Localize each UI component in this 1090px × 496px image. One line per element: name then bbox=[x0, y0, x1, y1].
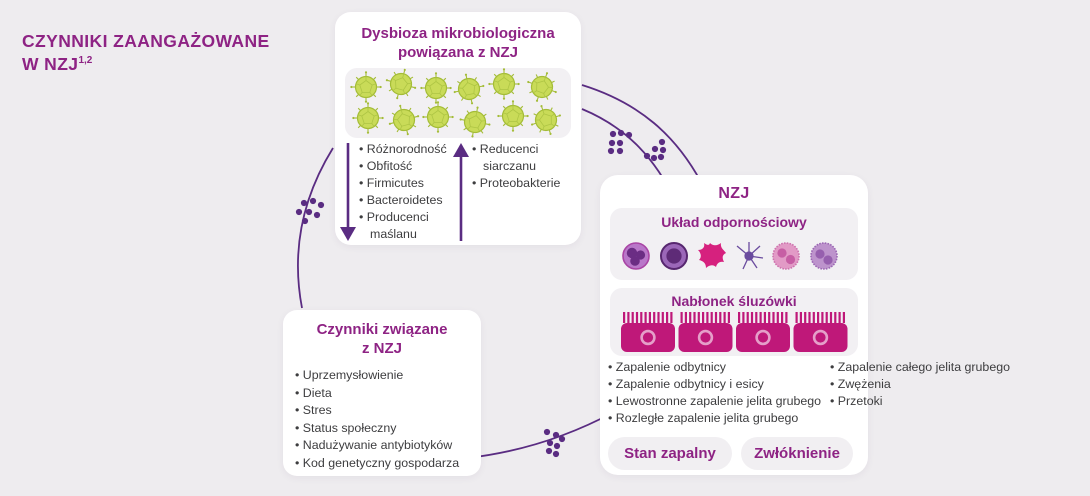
list-item: Reducenci siarczanu bbox=[472, 141, 576, 175]
list-item: Różnorodność bbox=[359, 141, 459, 158]
dendritic-cell-icon bbox=[736, 242, 764, 270]
list-item: Zwężenia bbox=[830, 376, 1010, 393]
page-title-line1: CZYNNIKI ZAANGAŻOWANE bbox=[22, 31, 270, 51]
macrophage-cell-icon bbox=[698, 243, 726, 268]
bacteria-dot-clusters bbox=[295, 129, 667, 458]
list-item: Producenci maślanu bbox=[359, 209, 459, 243]
immune-system-section: Układ odpornościowy bbox=[610, 208, 858, 280]
factors-card: Czynniki związane z NZJ Uprzemysłowienie… bbox=[283, 310, 481, 476]
list-item: Kod genetyczny gospodarza bbox=[295, 455, 459, 473]
mucosa-section-title: Nabłonek śluzówki bbox=[671, 293, 797, 309]
nzj-card-title: NZJ bbox=[718, 185, 750, 202]
environmental-factors-list: UprzemysłowienieDietaStresStatus społecz… bbox=[295, 367, 459, 472]
epithelium-icon bbox=[621, 312, 848, 352]
nzj-phenotypes-left-list: Zapalenie odbytnicyZapalenie odbytnicy i… bbox=[608, 359, 821, 427]
basophil-cell-icon bbox=[810, 242, 838, 270]
decreased-factors-list: RóżnorodnośćObfitośćFirmicutesBacteroide… bbox=[359, 141, 459, 243]
list-item: Status społeczny bbox=[295, 420, 459, 438]
list-item: Zapalenie całego jelita grubego bbox=[830, 359, 1010, 376]
list-item: Uprzemysłowienie bbox=[295, 367, 459, 385]
granulocyte-cell-icon bbox=[622, 242, 650, 270]
factors-card-title: Czynniki związane z NZJ bbox=[316, 321, 448, 357]
dysbiosis-lists: RóżnorodnośćObfitośćFirmicutesBacteroide… bbox=[335, 140, 581, 245]
list-item: Rozległe zapalenie jelita grubego bbox=[608, 410, 821, 427]
list-item: Bacteroidetes bbox=[359, 192, 459, 209]
page-title-line2: W NZJ bbox=[22, 54, 79, 75]
list-item: Proteobakterie bbox=[472, 175, 576, 192]
nzj-phenotypes-right-list: Zapalenie całego jelita grubegoZwężeniaP… bbox=[830, 359, 1010, 410]
list-item: Stres bbox=[295, 402, 459, 420]
microbes-icon bbox=[349, 64, 567, 141]
increased-factors-list: Reducenci siarczanuProteobakterie bbox=[472, 141, 576, 192]
fibrosis-chip: Zwłóknienie bbox=[741, 437, 853, 470]
lymphocyte-cell-icon bbox=[660, 242, 688, 270]
list-item: Dieta bbox=[295, 385, 459, 403]
immune-cells-illustration bbox=[622, 242, 838, 270]
page-title: CZYNNIKI ZAANGAŻOWANE W NZJ1,2 bbox=[22, 30, 270, 76]
list-item: Nadużywanie antybiotyków bbox=[295, 437, 459, 455]
dysbiosis-card-title: Dysbioza mikrobiologiczna powiązana z NZ… bbox=[361, 25, 555, 61]
arc-left bbox=[297, 147, 334, 309]
immune-section-title: Układ odpornościowy bbox=[661, 214, 807, 230]
list-item: Firmicutes bbox=[359, 175, 459, 192]
arrow-down-icon bbox=[340, 143, 356, 241]
list-item: Przetoki bbox=[830, 393, 1010, 410]
list-item: Obfitość bbox=[359, 158, 459, 175]
reference-superscript: 1,2 bbox=[78, 55, 93, 67]
arc-bottom bbox=[467, 411, 615, 459]
arc-top-right-outer bbox=[581, 84, 702, 183]
nzj-card: NZJ Układ odpornościowy bbox=[600, 175, 1010, 475]
list-item: Lewostronne zapalenie jelita grubego bbox=[608, 393, 821, 410]
eosinophil-cell-icon bbox=[772, 242, 800, 270]
dysbiosis-card: Dysbioza mikrobiologiczna powiązana z NZ… bbox=[335, 12, 581, 245]
mucosa-section: Nabłonek śluzówki bbox=[610, 288, 858, 356]
list-item: Zapalenie odbytnicy bbox=[608, 359, 821, 376]
microbes-illustration bbox=[345, 64, 571, 141]
inflammation-chip: Stan zapalny bbox=[608, 437, 732, 470]
list-item: Zapalenie odbytnicy i esicy bbox=[608, 376, 821, 393]
